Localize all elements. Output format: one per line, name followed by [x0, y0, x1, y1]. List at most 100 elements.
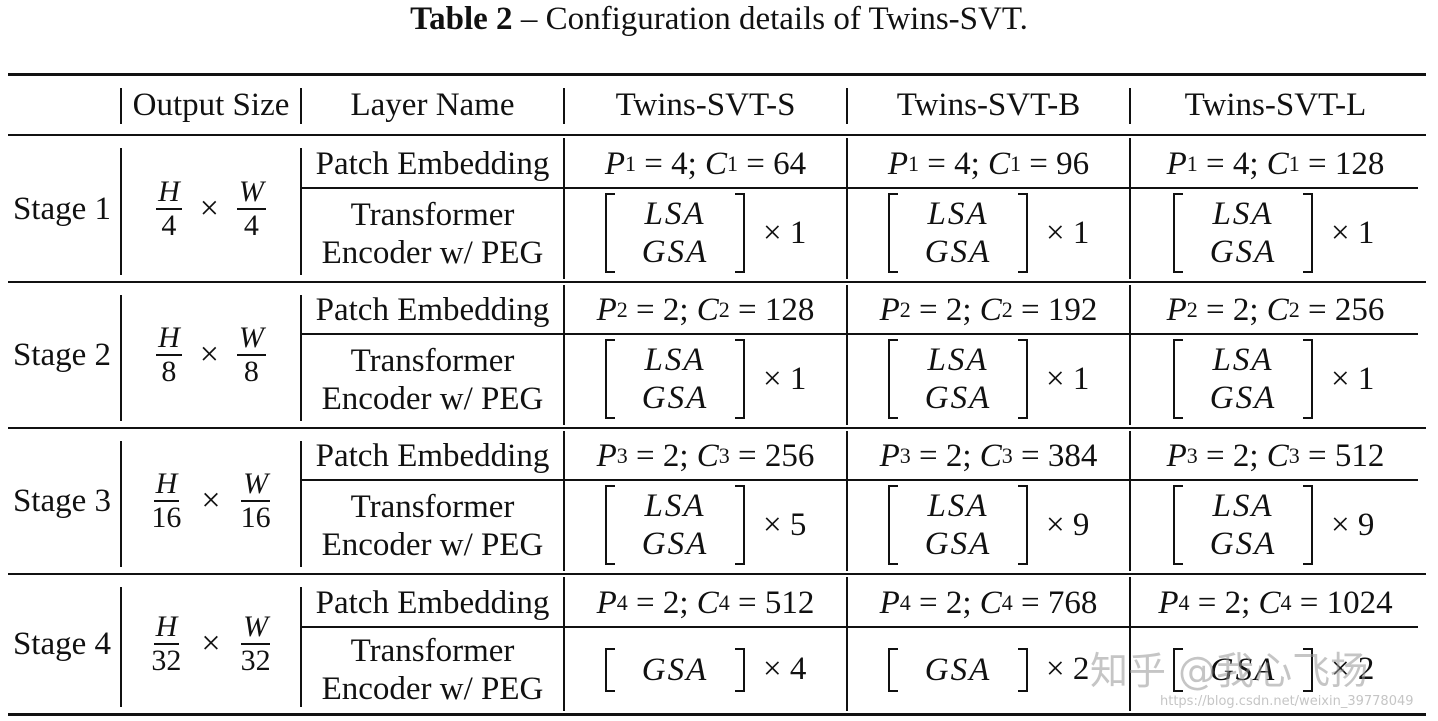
stage-rule-3 — [8, 573, 1426, 575]
left-bracket — [1173, 485, 1183, 565]
times-sign: × — [201, 482, 221, 519]
repeat-count: × 1 — [1046, 215, 1090, 251]
header-model-l: Twins-SVT-L — [1184, 87, 1367, 123]
attention-block: GSA — [888, 647, 1028, 692]
stage-rule-2 — [8, 427, 1426, 429]
stage-vline-col — [1129, 431, 1131, 571]
stage-vline-col — [846, 138, 848, 279]
gsa-label: GSA — [924, 651, 992, 688]
stage-vline-col — [563, 138, 565, 279]
stage-name: Stage 2 — [12, 337, 112, 373]
bottom-rule — [8, 713, 1426, 716]
gsa-label: GSA — [924, 380, 992, 416]
left-bracket — [888, 339, 898, 419]
header-rule — [8, 134, 1426, 136]
stage-vline-left — [120, 441, 122, 567]
repeat-count: × 1 — [1331, 361, 1375, 397]
left-bracket — [605, 647, 615, 692]
header-vline-1 — [120, 88, 122, 124]
right-bracket — [1303, 339, 1313, 419]
header-vline-3 — [563, 88, 565, 124]
left-bracket — [1173, 339, 1183, 419]
stage-vline-col — [1129, 138, 1131, 279]
right-bracket — [735, 485, 745, 565]
header-layer-name: Layer Name — [350, 87, 515, 123]
caption-label: Table 2 — [410, 1, 513, 37]
times-sign: × — [199, 336, 219, 373]
right-bracket — [735, 193, 745, 273]
right-bracket — [735, 339, 745, 419]
times-sign: × — [201, 625, 221, 662]
attention-block: GSA — [1173, 647, 1313, 692]
stage-vline-left — [120, 587, 122, 707]
gsa-label: GSA — [641, 651, 709, 688]
times-sign: × — [199, 189, 219, 227]
watermark-brand: 知乎 @我心飞扬 — [1090, 649, 1369, 693]
gsa-label: GSA — [924, 234, 992, 270]
gsa-label: GSA — [1209, 526, 1277, 562]
gsa-label: GSA — [641, 526, 709, 562]
attention-block: GSA — [605, 647, 745, 692]
repeat-count: × 5 — [763, 507, 807, 543]
repeat-count: × 2 — [1046, 650, 1090, 687]
stage-name: Stage 3 — [12, 483, 112, 519]
right-bracket — [1303, 647, 1313, 692]
repeat-count: × 4 — [763, 650, 807, 687]
stage-rule-1 — [8, 281, 1426, 283]
stage-name: Stage 4 — [12, 626, 112, 662]
stage-vline-col — [563, 577, 565, 711]
lsa-label: LSA — [644, 342, 706, 378]
right-bracket — [1018, 647, 1028, 692]
stage-vline-col — [846, 577, 848, 711]
repeat-count: × 1 — [1331, 215, 1375, 251]
stage-vline-mid — [300, 441, 302, 567]
right-bracket — [735, 647, 745, 692]
lsa-label: LSA — [1212, 196, 1274, 232]
lsa-label: LSA — [644, 488, 706, 524]
right-bracket — [1018, 485, 1028, 565]
watermark-url: https://blog.csdn.net/weixin_39778049 — [1160, 694, 1414, 709]
gsa-label: GSA — [924, 526, 992, 562]
left-bracket — [1173, 647, 1183, 692]
lsa-label: LSA — [927, 488, 989, 524]
header-model-b: Twins-SVT-B — [896, 87, 1081, 123]
stage-vline-col — [846, 285, 848, 425]
gsa-label: GSA — [1209, 380, 1277, 416]
inner-rule-2 — [302, 333, 1418, 335]
inner-rule-1 — [302, 187, 1418, 189]
left-bracket — [605, 339, 615, 419]
left-bracket — [1173, 193, 1183, 273]
layer-patch-embedding: Patch Embedding — [315, 145, 550, 182]
table-caption: Table 2 – Configuration details of Twins… — [0, 0, 1438, 38]
header-vline-5 — [1129, 88, 1131, 124]
layer-patch-embedding: Patch Embedding — [315, 292, 550, 328]
gsa-label: GSA — [641, 380, 709, 416]
stage-vline-col — [846, 431, 848, 571]
right-bracket — [1018, 193, 1028, 273]
repeat-count: × 9 — [1331, 507, 1375, 543]
left-bracket — [888, 193, 898, 273]
